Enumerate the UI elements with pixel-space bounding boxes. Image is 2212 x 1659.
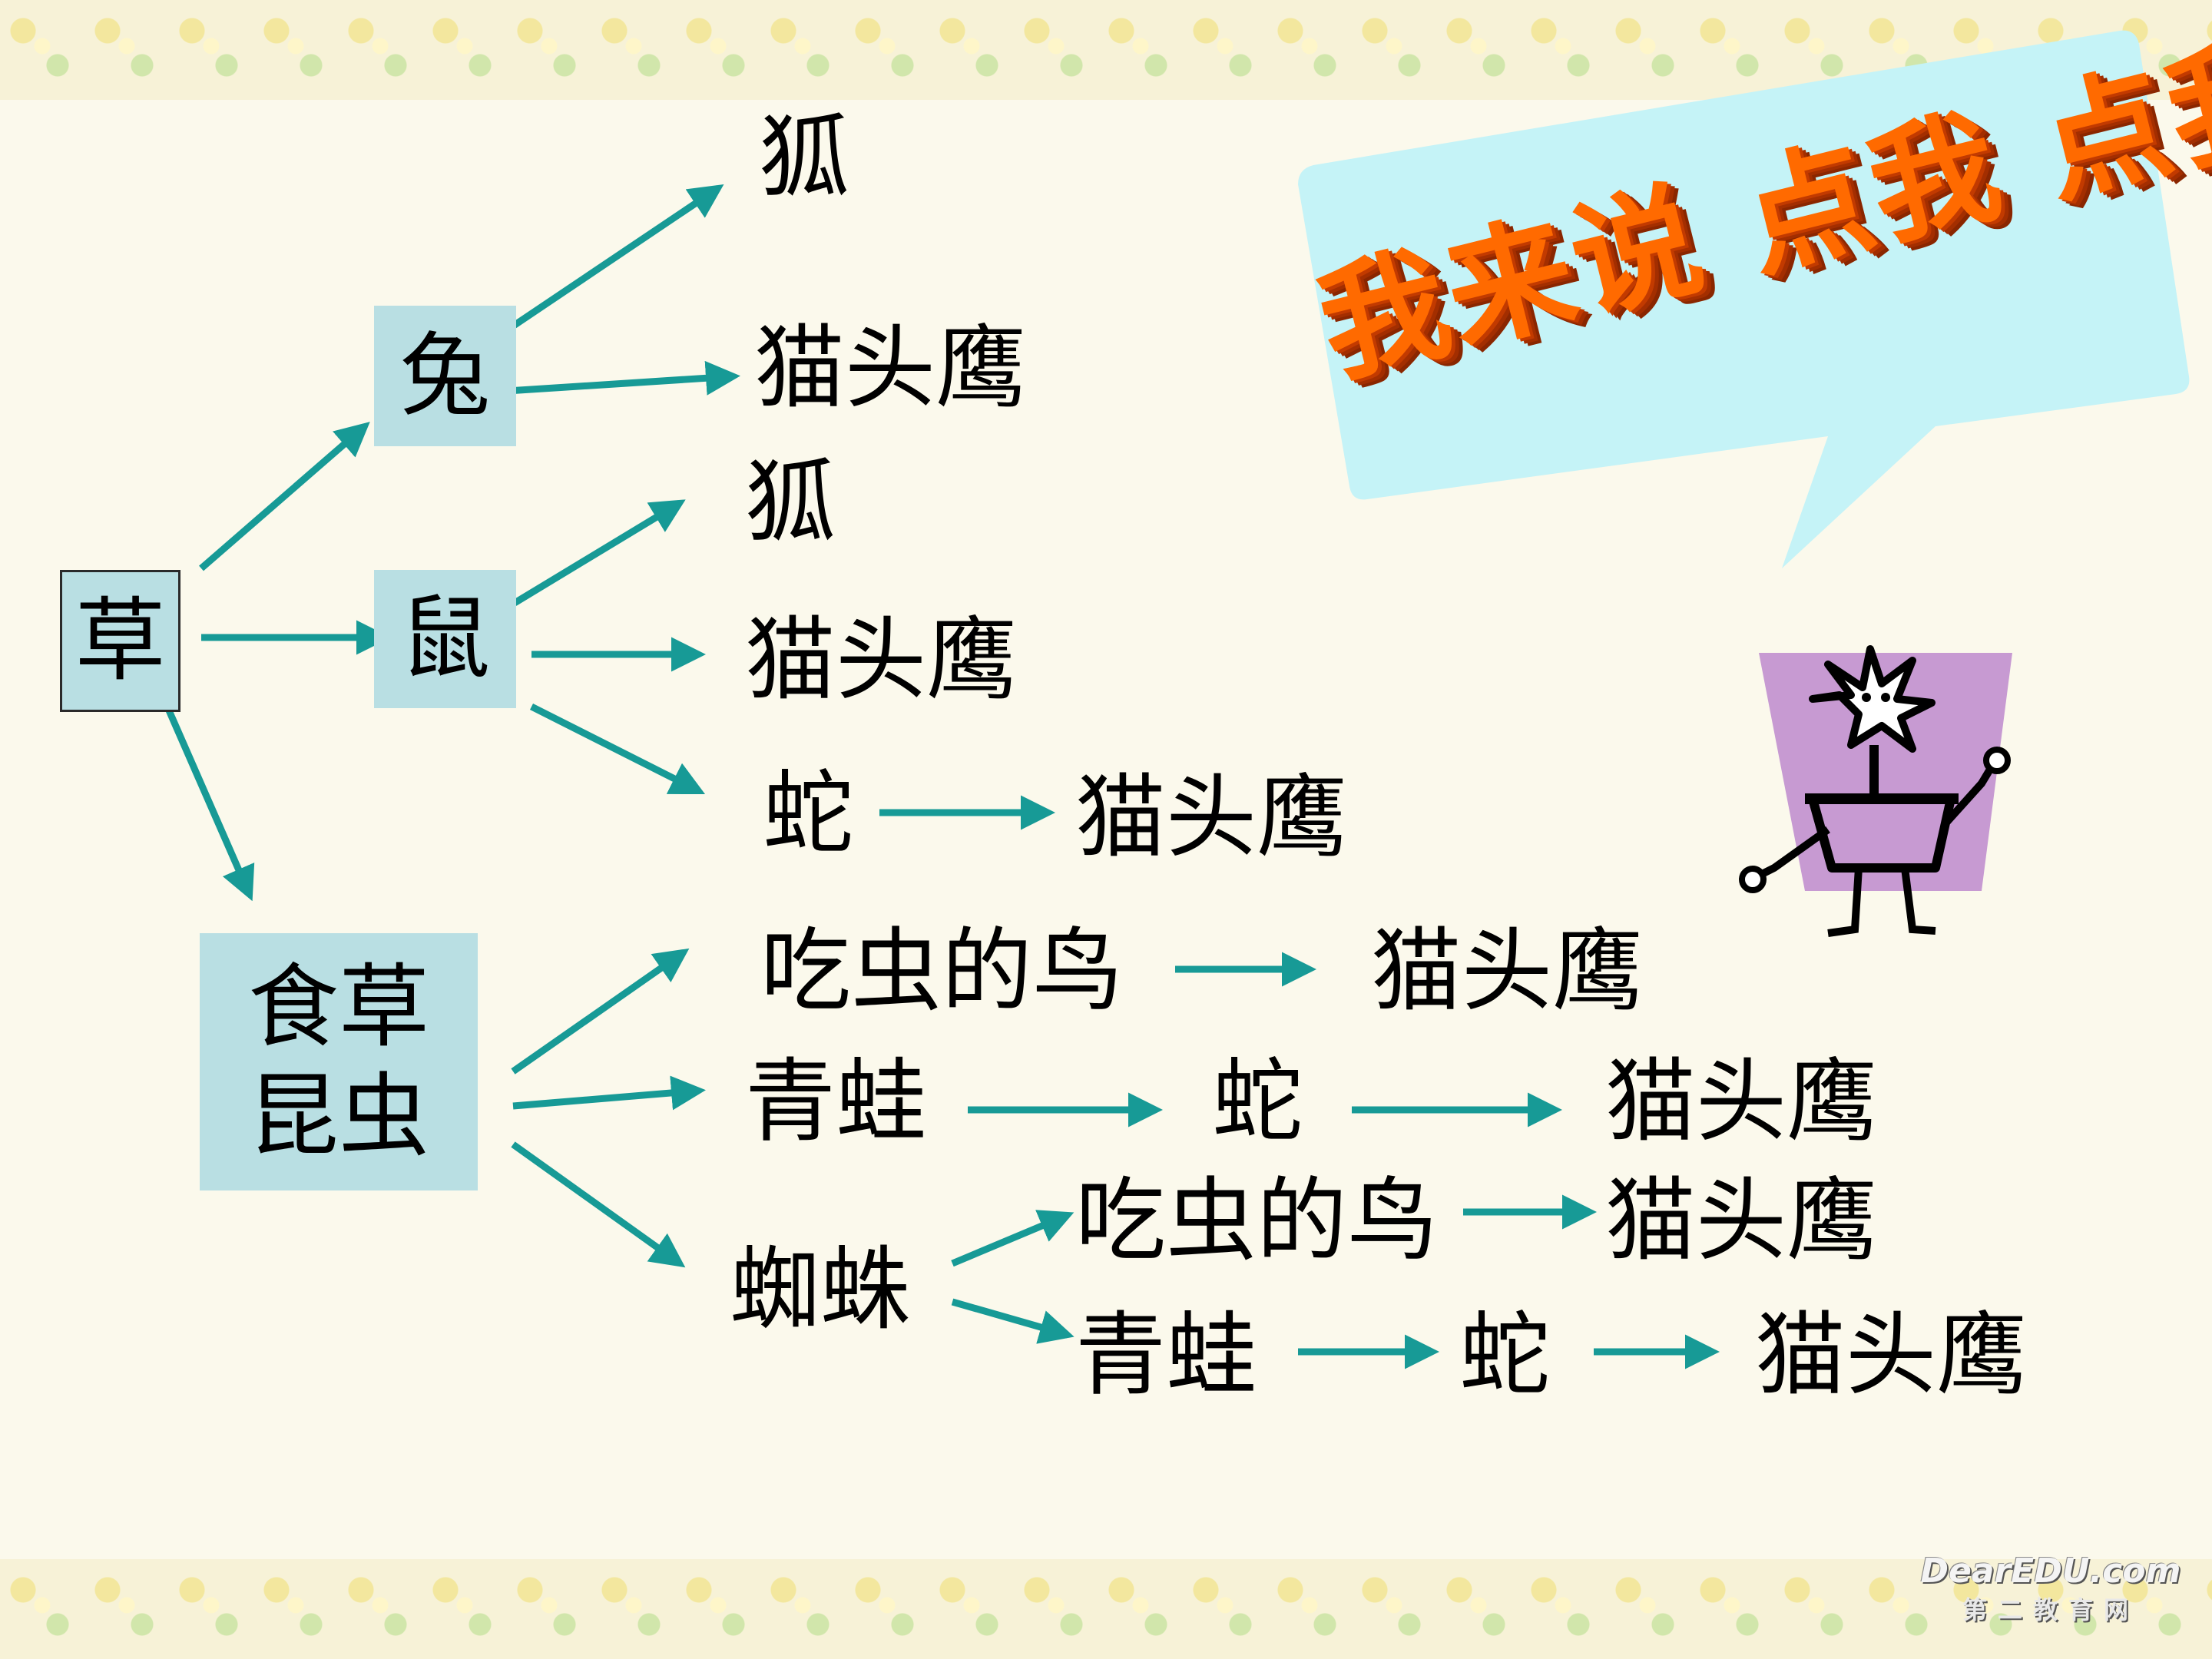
node-grass: 草 (60, 570, 180, 712)
decorative-border-bottom (0, 1559, 2212, 1659)
node-spider-frog: 青蛙 (1075, 1302, 1257, 1408)
watermark-brand: DearEDU.com (1920, 1551, 2181, 1591)
watermark-sub: 第二教育网 (1962, 1595, 2139, 1624)
arrow-grass-insects (165, 709, 255, 902)
arrow-mouse-fox (512, 499, 686, 606)
node-spider: 蜘蛛 (730, 1237, 912, 1343)
arrow-insects-bird (511, 948, 690, 1075)
watermark: DearEDU.com 第二教育网 (1920, 1551, 2181, 1626)
arrow-spider-frog (951, 1298, 1075, 1344)
node-insects: 食草 昆虫 (200, 933, 478, 1190)
arrow-spider-bird (951, 1210, 1075, 1267)
node-insect-bird: 吃虫的鸟 (760, 918, 1124, 1024)
node-rabbit-label: 兔 (399, 322, 491, 429)
node-insects-line1: 食草 (247, 953, 429, 1060)
node-insect-frog: 青蛙 (745, 1048, 927, 1154)
node-insect-bird-owl: 猫头鹰 (1371, 918, 1644, 1024)
arrow-rabbit-owl (495, 360, 740, 396)
flower-mascot-icon (1739, 645, 2012, 937)
node-mouse-fox: 狐 (745, 449, 836, 555)
arrow-insects-spider (511, 1141, 686, 1268)
node-spider-frog-snake: 蛇 (1459, 1302, 1551, 1408)
arrow-insects-frog (512, 1075, 706, 1111)
node-mouse-snake: 蛇 (763, 760, 854, 866)
node-grass-label: 草 (75, 587, 166, 694)
node-insect-frog-snake-owl: 猫头鹰 (1605, 1048, 1878, 1154)
node-mouse-owl: 猫头鹰 (745, 607, 1018, 713)
node-insect-frog-snake: 蛇 (1212, 1048, 1303, 1154)
arrow-grass-rabbit (199, 422, 370, 571)
node-rabbit: 兔 (374, 306, 516, 446)
node-rabbit-owl: 猫头鹰 (754, 315, 1027, 421)
arrow-mouse-snake (529, 703, 706, 795)
node-spider-bird-owl: 猫头鹰 (1605, 1167, 1878, 1273)
node-mouse-label: 鼠 (399, 585, 491, 692)
node-spider-frog-snake-owl: 猫头鹰 (1755, 1302, 2028, 1408)
arrow-rabbit-fox (493, 184, 724, 341)
decorative-border-top (0, 0, 2212, 100)
node-mouse: 鼠 (374, 570, 516, 708)
node-rabbit-fox: 狐 (759, 104, 850, 210)
node-spider-bird: 吃虫的鸟 (1075, 1167, 1439, 1273)
node-mouse-snake-owl: 猫头鹰 (1075, 764, 1348, 870)
node-insects-line2: 昆虫 (247, 1062, 429, 1169)
